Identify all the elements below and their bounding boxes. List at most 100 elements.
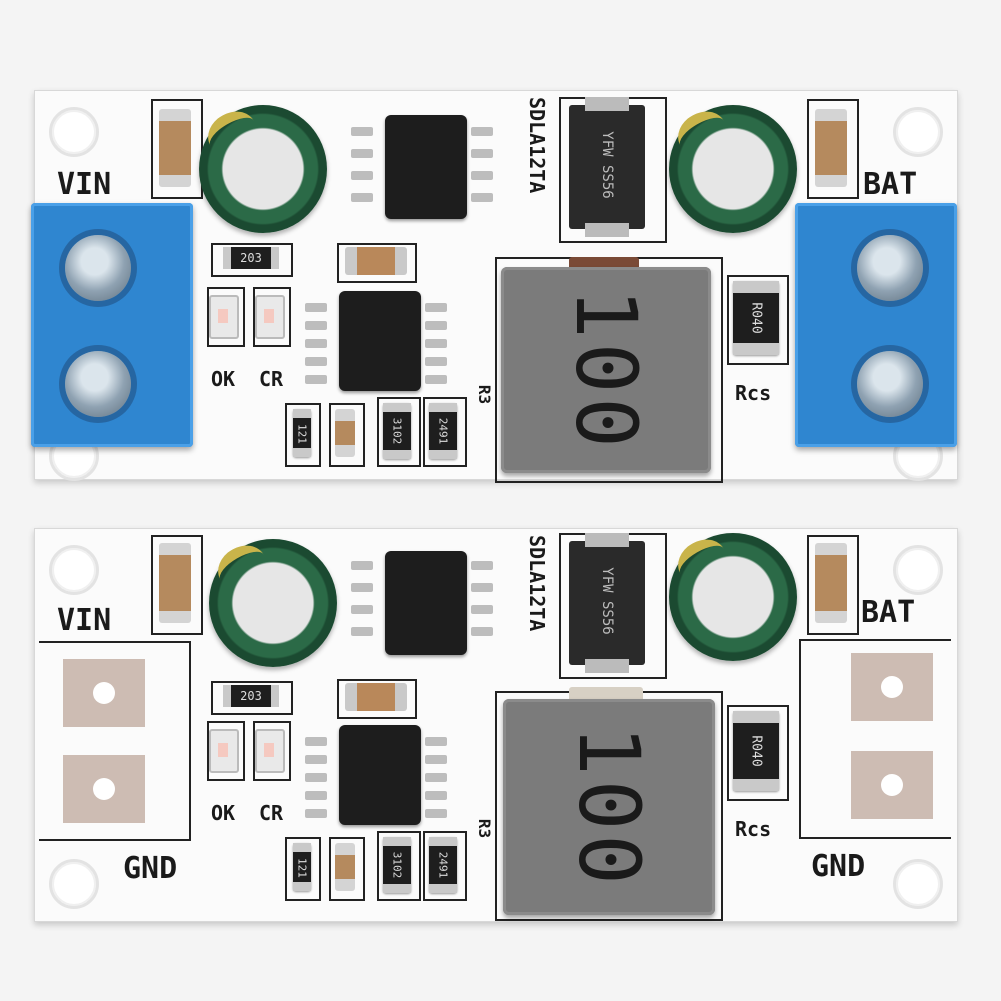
ic-pin <box>305 303 327 312</box>
ic-pin <box>425 737 447 746</box>
ok-label: OK <box>211 367 236 391</box>
bat-terminal-block <box>795 203 957 447</box>
mount-hole <box>893 859 943 909</box>
component-outline <box>207 287 245 347</box>
ic-pin <box>471 605 493 614</box>
ic-pin <box>305 339 327 348</box>
terminal-screw <box>857 351 923 417</box>
ic-chip-bottom <box>339 291 421 391</box>
ic-pin <box>471 561 493 570</box>
component-outline <box>285 837 321 901</box>
component-outline <box>727 705 789 801</box>
ic-pin <box>425 809 447 818</box>
resistor-2491: 2491 <box>429 403 457 459</box>
component-outline <box>377 831 421 901</box>
ic-chip-bottom <box>339 725 421 825</box>
vin-solder-pad <box>63 659 145 727</box>
ic-pin <box>305 809 327 818</box>
cr-led <box>255 295 285 339</box>
electrolytic-capacitor <box>669 103 797 233</box>
smd-capacitor <box>335 843 355 891</box>
component-outline <box>253 287 291 347</box>
ic-pin <box>471 193 493 202</box>
ic-pin <box>305 375 327 384</box>
mount-hole <box>49 107 99 157</box>
ic-pin <box>425 357 447 366</box>
ic-pin <box>425 375 447 384</box>
ic-pin <box>305 791 327 800</box>
component-outline <box>285 403 321 467</box>
smd-capacitor <box>345 247 407 275</box>
component-outline <box>253 721 291 781</box>
bat-label: BAT <box>861 595 916 630</box>
r3-label: R3 <box>475 384 495 405</box>
resistor-3102: 3102 <box>383 837 411 893</box>
top-charger-board: VIN BAT SDLA12TA YFW SS56 203 OK CR R3 <box>31 90 958 483</box>
ok-led <box>209 729 239 773</box>
resistor-r040: R040 <box>733 711 779 791</box>
resistor-121: 121 <box>293 409 311 457</box>
mount-hole <box>893 545 943 595</box>
ic-pin <box>351 583 373 592</box>
power-inductor: 100 <box>503 699 715 915</box>
vin-pad-outline <box>39 641 191 841</box>
gnd-left-label: GND <box>123 851 178 886</box>
rcs-label: Rcs <box>735 817 772 841</box>
component-outline <box>211 681 293 715</box>
ic-pin <box>305 755 327 764</box>
cr-label: CR <box>259 801 284 825</box>
ic-pin <box>351 193 373 202</box>
resistor-2491: 2491 <box>429 837 457 893</box>
mount-hole <box>49 545 99 595</box>
smd-capacitor <box>159 109 191 187</box>
component-outline <box>211 243 293 277</box>
ic-pin <box>425 755 447 764</box>
ic-pin <box>305 737 327 746</box>
gnd-solder-pad <box>63 755 145 823</box>
ic-pin <box>471 149 493 158</box>
power-inductor: 100 <box>501 267 711 473</box>
component-outline <box>727 275 789 365</box>
ic-pin <box>425 773 447 782</box>
component-outline <box>807 99 859 199</box>
ic-pin <box>471 627 493 636</box>
cr-led <box>255 729 285 773</box>
r3-label: R3 <box>475 818 495 839</box>
component-outline <box>329 837 365 901</box>
mount-hole <box>893 107 943 157</box>
ic-pin <box>351 561 373 570</box>
ic-pin <box>351 627 373 636</box>
gnd-solder-pad <box>851 751 933 819</box>
schottky-diode: YFW SS56 <box>569 533 645 673</box>
bat-label: BAT <box>863 167 918 202</box>
terminal-screw <box>857 235 923 301</box>
ic-pin <box>471 171 493 180</box>
component-outline <box>377 397 421 467</box>
ic-pin <box>425 339 447 348</box>
terminal-screw <box>65 235 131 301</box>
vin-terminal-block <box>31 203 193 447</box>
bat-solder-pad <box>851 653 933 721</box>
terminal-screw <box>65 351 131 417</box>
component-outline <box>337 679 417 719</box>
smd-capacitor <box>345 683 407 711</box>
resistor-203: 203 <box>223 685 279 707</box>
component-outline <box>423 397 467 467</box>
component-outline <box>807 535 859 635</box>
resistor-r040: R040 <box>733 281 779 355</box>
electrolytic-capacitor <box>209 537 337 667</box>
ic-pin <box>425 321 447 330</box>
ic-chip-top <box>385 551 467 655</box>
vin-label: VIN <box>57 167 112 202</box>
gnd-right-label: GND <box>811 849 866 884</box>
resistor-121: 121 <box>293 843 311 891</box>
ic-chip-top <box>385 115 467 219</box>
resistor-3102: 3102 <box>383 403 411 459</box>
ic-pin <box>305 321 327 330</box>
ic-pin <box>351 127 373 136</box>
ic-pin <box>305 773 327 782</box>
model-label: SDLA12TA <box>525 535 549 632</box>
bottom-charger-board: VIN BAT GND GND SDLA12TA YFW SS56 203 OK… <box>34 528 958 922</box>
ic-pin <box>351 605 373 614</box>
ic-pin <box>351 171 373 180</box>
